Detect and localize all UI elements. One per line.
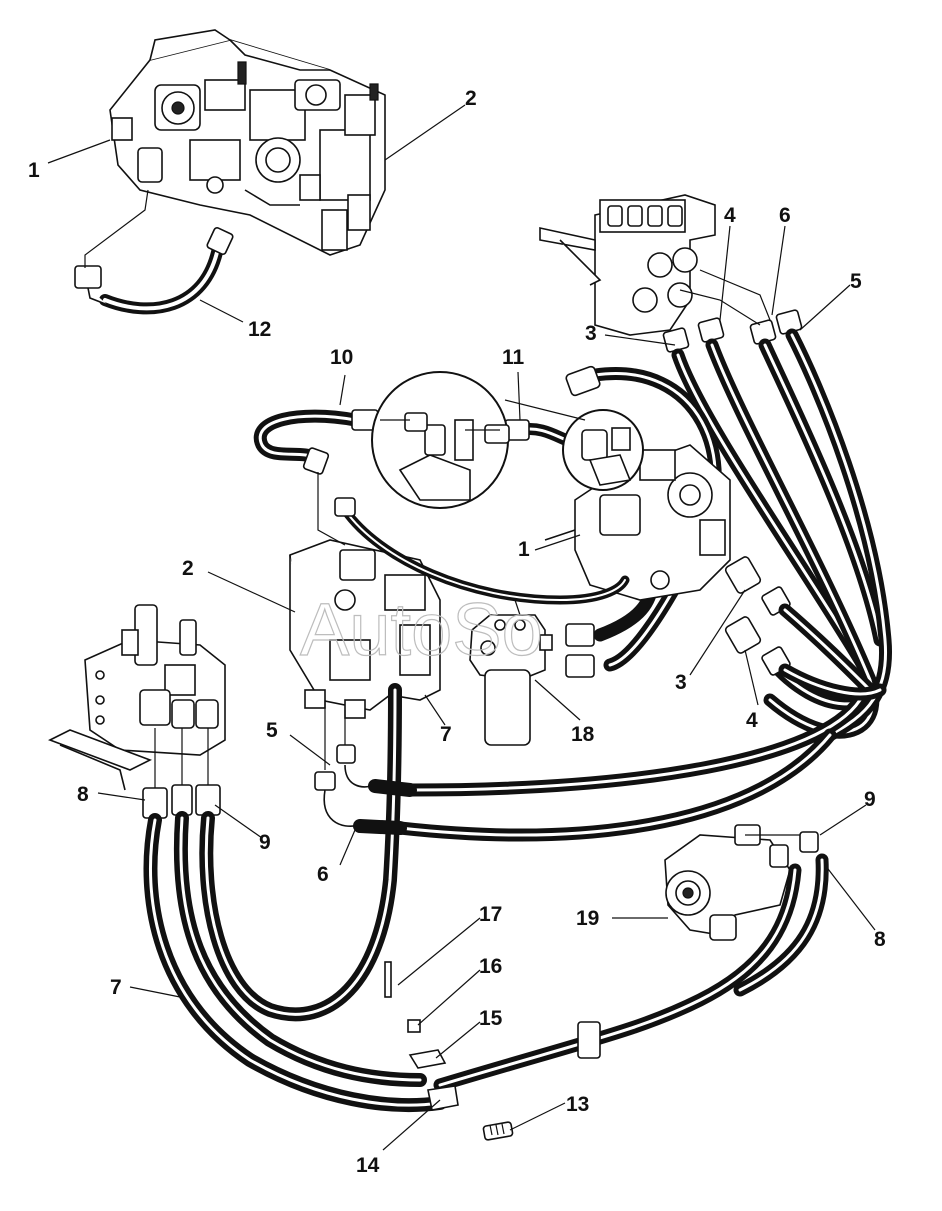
callout-7: 7 xyxy=(440,723,452,746)
callout-19: 19 xyxy=(576,907,599,930)
callout-9-right: 9 xyxy=(864,788,876,811)
control-valve-top-right xyxy=(539,194,716,336)
callout-15: 15 xyxy=(479,1007,503,1030)
callout-2: 2 xyxy=(465,87,477,110)
callout-18: 18 xyxy=(571,723,595,746)
callout-5-lower: 5 xyxy=(266,719,278,742)
valve-block-left xyxy=(48,604,226,791)
callout-7-lower: 7 xyxy=(110,976,122,999)
motor-19 xyxy=(664,824,819,941)
hose-12 xyxy=(74,189,234,315)
valve-block-center xyxy=(289,539,441,719)
leader-lines xyxy=(47,104,876,1151)
callout-8-right: 8 xyxy=(874,928,886,951)
detail-circle-left xyxy=(371,371,510,509)
callout-17: 17 xyxy=(479,903,502,926)
callout-12: 12 xyxy=(248,318,271,341)
callout-8: 8 xyxy=(77,783,89,806)
callout-9: 9 xyxy=(259,831,271,854)
callout-6: 6 xyxy=(779,204,791,227)
hose-bundle-right xyxy=(393,328,893,842)
callout-4: 4 xyxy=(724,204,736,227)
callout-5: 5 xyxy=(850,270,862,293)
detail-circle-right xyxy=(504,399,644,491)
callout-11: 11 xyxy=(502,346,525,369)
callout-1-lower: 1 xyxy=(518,538,530,561)
callout-16: 16 xyxy=(479,955,502,978)
pump-assembly-top xyxy=(109,29,386,256)
callout-1: 1 xyxy=(28,159,40,182)
callout-3-lower: 3 xyxy=(675,671,687,694)
callout-3: 3 xyxy=(585,322,597,345)
fittings-right-center xyxy=(724,556,887,701)
callout-14: 14 xyxy=(356,1154,380,1177)
hardware-13-17 xyxy=(384,961,514,1141)
callout-labels: 1 2 12 4 6 5 3 10 11 1 2 3 4 7 18 5 8 9 … xyxy=(28,87,886,1177)
filter-18 xyxy=(469,599,553,746)
hoses-motor-bottom xyxy=(433,853,829,1092)
callout-4-lower: 4 xyxy=(746,709,758,732)
callout-13: 13 xyxy=(566,1093,589,1116)
fittings-5-6-center xyxy=(314,700,417,835)
callout-2-lower: 2 xyxy=(182,557,194,580)
hoses-left-bundle xyxy=(142,683,447,1113)
hose-10 xyxy=(253,409,630,605)
callout-10: 10 xyxy=(330,346,353,369)
watermark: AutoSo xyxy=(300,588,543,671)
callout-6-lower: 6 xyxy=(317,863,329,886)
